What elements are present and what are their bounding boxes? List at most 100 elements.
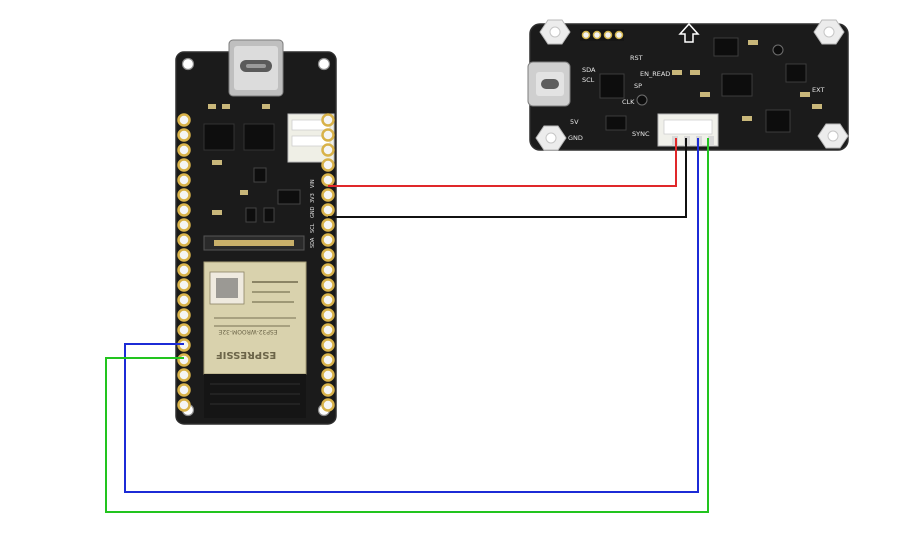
header-pad — [177, 173, 191, 187]
label-en-read: EN_READ — [640, 70, 670, 78]
usb-c-port-icon — [228, 39, 284, 97]
button-cap — [772, 44, 784, 56]
header-pad — [321, 353, 335, 367]
header-pad — [321, 143, 335, 157]
button-cap — [636, 94, 648, 106]
ic-chip — [277, 189, 301, 205]
label-sync: SYNC — [632, 130, 650, 138]
header-pad — [177, 278, 191, 292]
header-pad — [321, 173, 335, 187]
header-pad — [321, 308, 335, 322]
header-pad — [177, 233, 191, 247]
ic-chip — [243, 123, 275, 151]
label-gnd: GND — [568, 134, 583, 142]
smd-part — [245, 207, 257, 223]
esp-left-header — [177, 113, 191, 412]
smd-part — [812, 104, 822, 109]
module-model: ESP32-WROOM-32E — [218, 328, 277, 335]
smd-part — [212, 160, 222, 165]
header-pad — [177, 308, 191, 322]
header-pad — [321, 113, 335, 127]
header-pad — [177, 128, 191, 142]
header-pad — [321, 398, 335, 412]
usb-c-port-icon — [527, 61, 571, 107]
header-pad — [321, 383, 335, 397]
header-pad — [321, 233, 335, 247]
smd-part — [800, 92, 810, 97]
standoff — [817, 123, 849, 149]
pin-label-scl: SCL — [310, 223, 316, 233]
mount-hole — [317, 57, 331, 71]
header-pad — [177, 323, 191, 337]
mount-hole — [181, 57, 195, 71]
pin-label-sda: SDA — [310, 237, 316, 248]
pin-label-3v3: 3V3 — [310, 193, 316, 203]
header-pad — [177, 203, 191, 217]
smd-part — [262, 104, 270, 109]
label-sp: SP — [634, 82, 642, 90]
header-pad — [177, 158, 191, 172]
label-ext: EXT — [812, 86, 824, 94]
label-5v: 5V — [570, 118, 579, 126]
sensor-board: RST EN_READ SDA SCL SP CLK EXT 5V GND SY… — [527, 19, 849, 151]
header-pad — [321, 188, 335, 202]
label-scl: SCL — [582, 76, 595, 84]
standoff — [813, 19, 845, 45]
header-pad — [321, 248, 335, 262]
header-pad — [177, 143, 191, 157]
header-pad — [177, 263, 191, 277]
header-pad — [321, 323, 335, 337]
header-pad — [321, 293, 335, 307]
header-pad — [177, 293, 191, 307]
ic-chip — [785, 63, 807, 83]
header-pad — [321, 263, 335, 277]
fpc-connector — [203, 235, 305, 251]
header-pad — [177, 113, 191, 127]
ic-chip — [765, 109, 791, 133]
smd-part — [690, 70, 700, 75]
label-clk: CLK — [622, 98, 635, 106]
pin-label-gnd: GND — [310, 206, 316, 218]
header-pad — [321, 203, 335, 217]
esp32-module: ESPRESSIF ESP32-WROOM-32E — [203, 261, 307, 418]
esp32-board: ESPRESSIF ESP32-WROOM-32E VIN 3V3 GND SC… — [175, 39, 337, 425]
smd-part — [208, 104, 216, 109]
label-sda: SDA — [582, 66, 596, 74]
header-pad — [321, 278, 335, 292]
sensor-top-header — [580, 29, 624, 41]
ic-chip — [253, 167, 267, 183]
pin-label-vin: VIN — [310, 179, 316, 188]
header-pad — [321, 158, 335, 172]
header-pad — [321, 368, 335, 382]
ic-chip — [721, 73, 753, 97]
header-pad — [321, 218, 335, 232]
smd-part — [748, 40, 758, 45]
smd-part — [222, 104, 230, 109]
smd-part — [212, 210, 222, 215]
label-rst: RST — [630, 54, 643, 62]
header-pad — [177, 218, 191, 232]
smd-part — [263, 207, 275, 223]
wire-green-signal — [105, 138, 709, 513]
wires — [105, 138, 709, 513]
header-pad — [321, 128, 335, 142]
smd-part — [700, 92, 710, 97]
wire-red-power — [328, 138, 677, 187]
smd-part — [240, 190, 248, 195]
ic-chip — [713, 37, 739, 57]
ic-chip — [203, 123, 235, 151]
header-pad — [321, 338, 335, 352]
smd-part — [742, 116, 752, 121]
esp-right-header — [321, 113, 335, 412]
header-pad — [177, 248, 191, 262]
header-pad — [177, 368, 191, 382]
module-brand: ESPRESSIF — [216, 349, 276, 360]
standoff — [539, 19, 571, 45]
header-pad — [177, 353, 191, 367]
ic-chip — [605, 115, 627, 131]
header-pad — [177, 383, 191, 397]
header-pad — [177, 188, 191, 202]
ic-chip — [599, 73, 625, 99]
header-pad — [177, 398, 191, 412]
